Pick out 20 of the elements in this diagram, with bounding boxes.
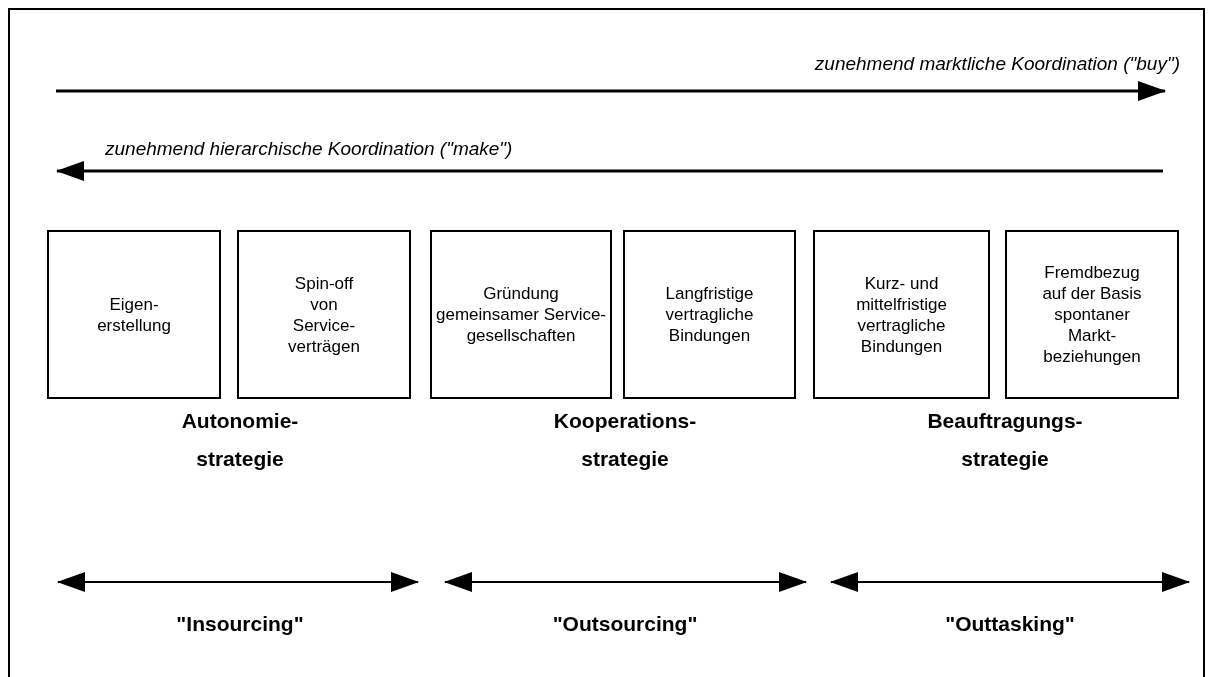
- process-box: [237, 230, 411, 399]
- strategy-term: "Outsourcing": [551, 611, 699, 637]
- box-text: Gründung gemeinsamer Service- gesellschaften: [434, 283, 608, 346]
- arrow-caption: zunehmend hierarchische Koordination ("make"): [105, 137, 514, 161]
- process-box: [813, 230, 990, 399]
- strategy-heading: Beauftragungs- strategie: [926, 408, 1084, 472]
- box-text: Spin-off von Service- verträgen: [287, 272, 361, 357]
- box-text: Langfristige vertragliche Bindungen: [664, 283, 755, 346]
- process-box: [623, 230, 796, 399]
- strategy-heading: Kooperations- strategie: [552, 408, 698, 472]
- box-text: Fremdbezug auf der Basis spontaner Markt- beziehungen: [1041, 262, 1143, 367]
- process-box: [1005, 230, 1179, 399]
- box-text: Kurz- und mittelfristige vertragliche Bindungen: [855, 272, 948, 357]
- process-box: [430, 230, 612, 399]
- arrow-caption: zunehmend marktliche Koordination ("buy"): [813, 52, 1180, 76]
- box-text: Eigen- erstellung: [96, 293, 172, 336]
- strategy-term: "Outtasking": [944, 611, 1076, 637]
- strategy-term: "Insourcing": [175, 611, 305, 637]
- process-box: [47, 230, 221, 399]
- strategy-heading: Autonomie- strategie: [180, 408, 300, 472]
